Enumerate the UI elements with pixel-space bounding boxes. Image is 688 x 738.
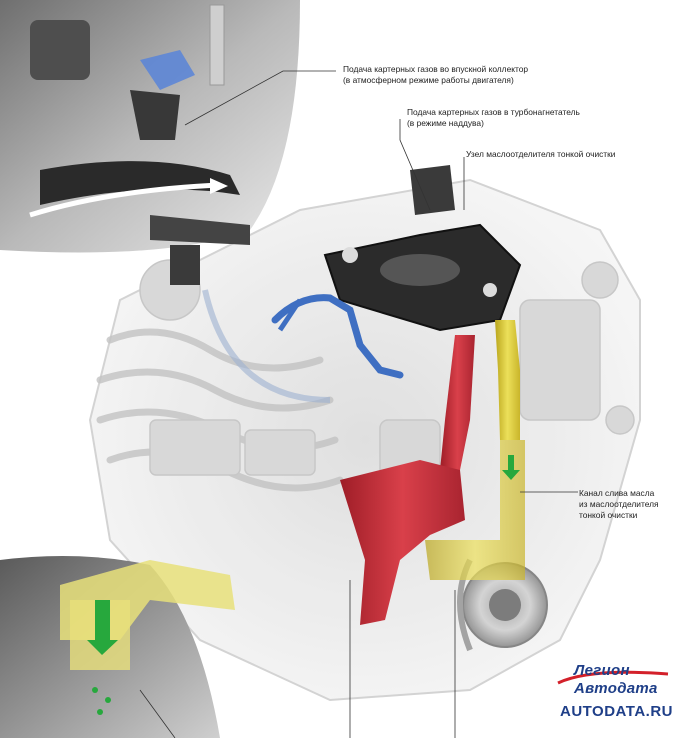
label-turbo-feed: Подача картерных газов в турбонагнетател… xyxy=(407,107,580,129)
intake-cutaway-bubble xyxy=(0,0,300,285)
cutaway-pipe xyxy=(29,161,240,218)
label-oil-drain-line2: из маслоотделителя xyxy=(579,499,659,509)
oil-drain-channel xyxy=(425,320,525,580)
label-fine-separator: Узел маслоотделителя тонкой очистки xyxy=(466,149,616,159)
callout-leaders xyxy=(139,70,578,738)
watermark-brand-bottom: Автодата xyxy=(574,680,658,697)
sump-cutaway-bubble xyxy=(0,556,235,738)
label-turbo-feed-line2: (в режиме наддува) xyxy=(407,118,484,128)
watermark-url: AUTODATA.RU xyxy=(560,703,673,720)
label-intake-feed-line2: (в атмосферном режиме работы двигателя) xyxy=(343,75,514,85)
fine-oil-separator-module xyxy=(323,165,522,332)
intake-feed-pipe xyxy=(271,294,404,379)
label-oil-drain-line3: тонкой очистки xyxy=(579,510,638,520)
watermark-swoosh xyxy=(557,670,669,685)
label-turbo-feed-line1: Подача картерных газов в турбонагнетател… xyxy=(407,107,580,117)
coarse-separator-channel xyxy=(340,335,475,625)
watermark-brand-top: Легион xyxy=(574,662,630,679)
label-intake-feed: Подача картерных газов во впускной колле… xyxy=(343,64,528,86)
oil-flow-arrows xyxy=(87,600,118,715)
label-intake-feed-line1: Подача картерных газов во впускной колле… xyxy=(343,64,529,74)
label-oil-drain: Канал слива масла из маслоотделителя тон… xyxy=(579,488,659,521)
label-oil-drain-line1: Канал слива масла xyxy=(579,488,655,498)
